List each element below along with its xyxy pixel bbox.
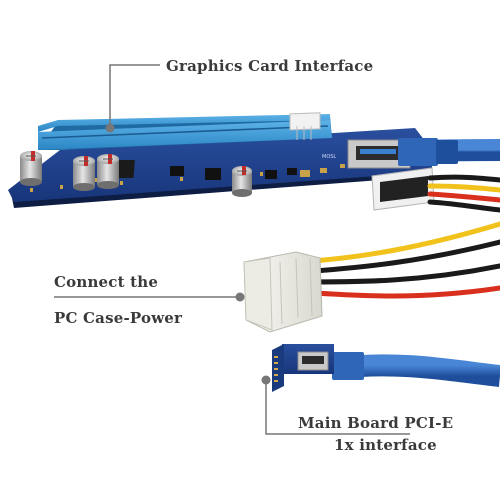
capacitors xyxy=(20,151,252,197)
leader-mainboard xyxy=(261,375,410,435)
label-connect-the: Connect the xyxy=(54,273,159,291)
usb-cable-top xyxy=(398,138,500,166)
usb-cable-bottom xyxy=(332,352,500,387)
label-main-board-pcie: Main Board PCI-E xyxy=(298,414,454,432)
leader-pc-power xyxy=(54,292,245,302)
board-pads xyxy=(30,172,263,192)
label-pc-case-power: PC Case-Power xyxy=(54,309,183,327)
capacitor-1 xyxy=(20,151,42,186)
leader-graphics-card xyxy=(105,64,160,133)
capacitor-4 xyxy=(232,166,252,197)
capacitor-2 xyxy=(73,156,95,191)
molex-connector xyxy=(243,251,323,333)
board-power-connector xyxy=(371,167,435,211)
molex-wires xyxy=(297,221,500,299)
pcie-x1-adapter xyxy=(272,344,334,392)
label-1x-interface: 1x interface xyxy=(334,436,437,454)
sata-wires xyxy=(427,174,500,213)
capacitor-3 xyxy=(97,154,119,189)
board-silk-mosl: MOSL xyxy=(322,154,336,160)
label-graphics-card-interface: Graphics Card Interface xyxy=(166,57,374,75)
